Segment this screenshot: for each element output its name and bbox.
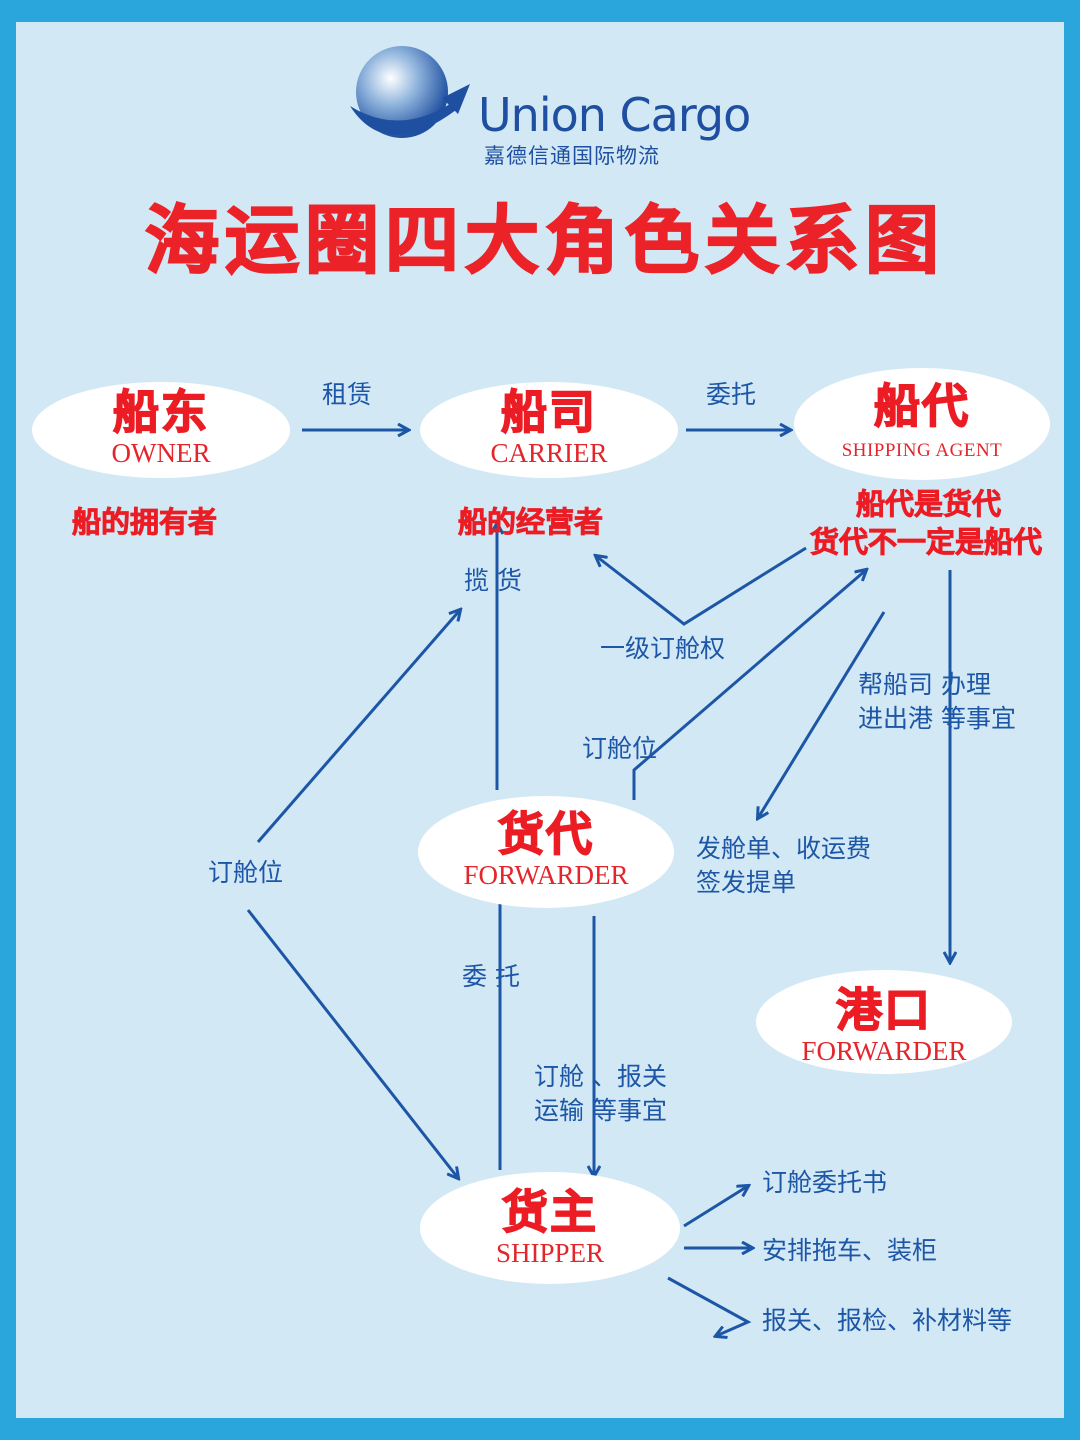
- label-book-space-forwarder: 订舱位: [582, 734, 658, 763]
- forwarder-zh: 货代: [497, 807, 594, 861]
- brand-name: Union Cargo: [478, 88, 751, 142]
- port-zh: 港口: [835, 983, 932, 1037]
- arrow-agent-to-docs: [758, 611, 886, 818]
- shipper-task-item: 报关、报检、补材料等: [762, 1306, 1013, 1335]
- port-en: FORWARDER: [801, 1036, 967, 1066]
- node-owner: 船东 OWNER: [32, 382, 290, 478]
- arrow-shipper-task-3: [667, 1276, 752, 1336]
- diagram-title: 海运圈四大角色关系图: [144, 197, 945, 285]
- node-shipping-agent: 船代 SHIPPING AGENT: [794, 368, 1050, 480]
- label-lease: 租赁: [322, 380, 373, 409]
- node-carrier: 船司 CARRIER: [420, 382, 678, 478]
- shipper-task-item: 安排拖车、装柜: [762, 1236, 938, 1265]
- arrow-forwarder-to-agent: [632, 570, 866, 800]
- label-book-space-shipper: 订舱位: [208, 858, 284, 887]
- label-forwarder-services-2: 运输 等事宜: [534, 1096, 667, 1125]
- agent-zh: 船代: [873, 379, 970, 433]
- label-issue-1: 发舱单、收运费: [696, 834, 872, 863]
- carrier-description: 船的经营者: [458, 505, 604, 540]
- arrow-booking-to-shipper: [246, 909, 458, 1178]
- globe-logo-icon: [350, 46, 470, 138]
- agent-description-2: 货代不一定是船代: [810, 525, 1043, 560]
- node-shipper: 货主 SHIPPER: [420, 1172, 680, 1284]
- owner-zh: 船东: [112, 385, 209, 439]
- label-agent-help-1: 帮船司 办理: [858, 670, 991, 699]
- label-first-booking-right: 一级订舱权: [600, 634, 726, 663]
- owner-description: 船的拥有者: [72, 505, 218, 540]
- node-port: 港口 FORWARDER: [756, 970, 1012, 1074]
- arrow-agent-first-booking: [596, 546, 807, 626]
- arrow-shipper-to-carrier: [256, 610, 460, 843]
- agent-description-1: 船代是货代: [856, 487, 1002, 522]
- label-entrust-forwarder: 委 托: [462, 962, 520, 991]
- carrier-zh: 船司: [500, 385, 597, 439]
- brand-subtitle: 嘉德信通国际物流: [484, 144, 660, 168]
- carrier-en: CARRIER: [490, 438, 608, 468]
- arrow-shipper-task-1: [683, 1186, 748, 1228]
- forwarder-en: FORWARDER: [463, 860, 629, 890]
- label-forwarder-services-1: 订舱 、报关: [534, 1062, 667, 1091]
- label-issue-2: 签发提单: [696, 868, 797, 897]
- label-agent-help-2: 进出港 等事宜: [858, 704, 1016, 733]
- node-forwarder: 货代 FORWARDER: [418, 796, 674, 908]
- owner-en: OWNER: [111, 438, 211, 468]
- shipper-task-item: 订舱委托书: [762, 1168, 888, 1197]
- shipper-en: SHIPPER: [495, 1238, 605, 1268]
- agent-en: SHIPPING AGENT: [841, 440, 1003, 461]
- shipper-zh: 货主: [501, 1185, 598, 1239]
- label-solicit-cargo: 揽 货: [464, 566, 522, 595]
- label-entrust-agent: 委托: [706, 380, 757, 409]
